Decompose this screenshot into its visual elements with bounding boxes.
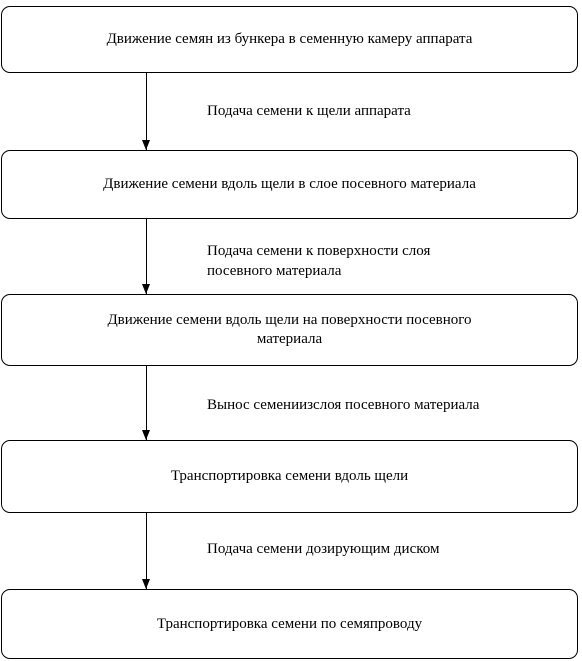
flow-arrow: [141, 366, 150, 440]
step-text: Транспортировка семени по семяпроводу: [156, 615, 423, 632]
transition-label-removal-from-layer: Вынос семениизслоя посевного материала: [207, 395, 479, 415]
flow-arrow: [141, 513, 150, 589]
step-box-seed-in-layer: Движение семени вдоль щели в слое посевн…: [1, 150, 578, 219]
flow-arrow: [141, 73, 150, 150]
step-text: Транспортировка семени вдоль щели: [170, 468, 409, 484]
transition-label-line: Подача семени к поверхности слоя: [207, 243, 431, 259]
flow-arrow: [141, 219, 150, 294]
transition-label-line: посевного материала: [207, 263, 342, 279]
step-text: Движение семени вдоль щели на поверхност…: [107, 312, 472, 347]
step-text: Движение семени вдоль щели в слое посевн…: [103, 176, 476, 192]
step-box-seed-on-surface: Движение семени вдоль щели на поверхност…: [1, 294, 578, 366]
step-box-seed-from-hopper: Движение семян из бункера в семенную кам…: [1, 6, 578, 73]
transition-label-feed-to-surface: Подача семени к поверхности слоя посевно…: [207, 241, 430, 281]
step-box-transport-through-seed-tube: Транспортировка семени по семяпроводу: [1, 589, 578, 659]
transition-label-line: Подача семени дозирующим диском: [207, 541, 440, 557]
step-text: Движение семян из бункера в семенную кам…: [106, 31, 473, 47]
step-box-transport-along-slot: Транспортировка семени вдоль щели: [1, 440, 578, 513]
transition-label-line: Подача семени к щели аппарата: [207, 103, 411, 119]
transition-label-metering-disc: Подача семени дозирующим диском: [207, 539, 439, 559]
transition-label-feed-to-slot: Подача семени к щели аппарата: [207, 101, 411, 121]
transition-label-line: Вынос семениизслоя посевного материала: [207, 397, 480, 413]
